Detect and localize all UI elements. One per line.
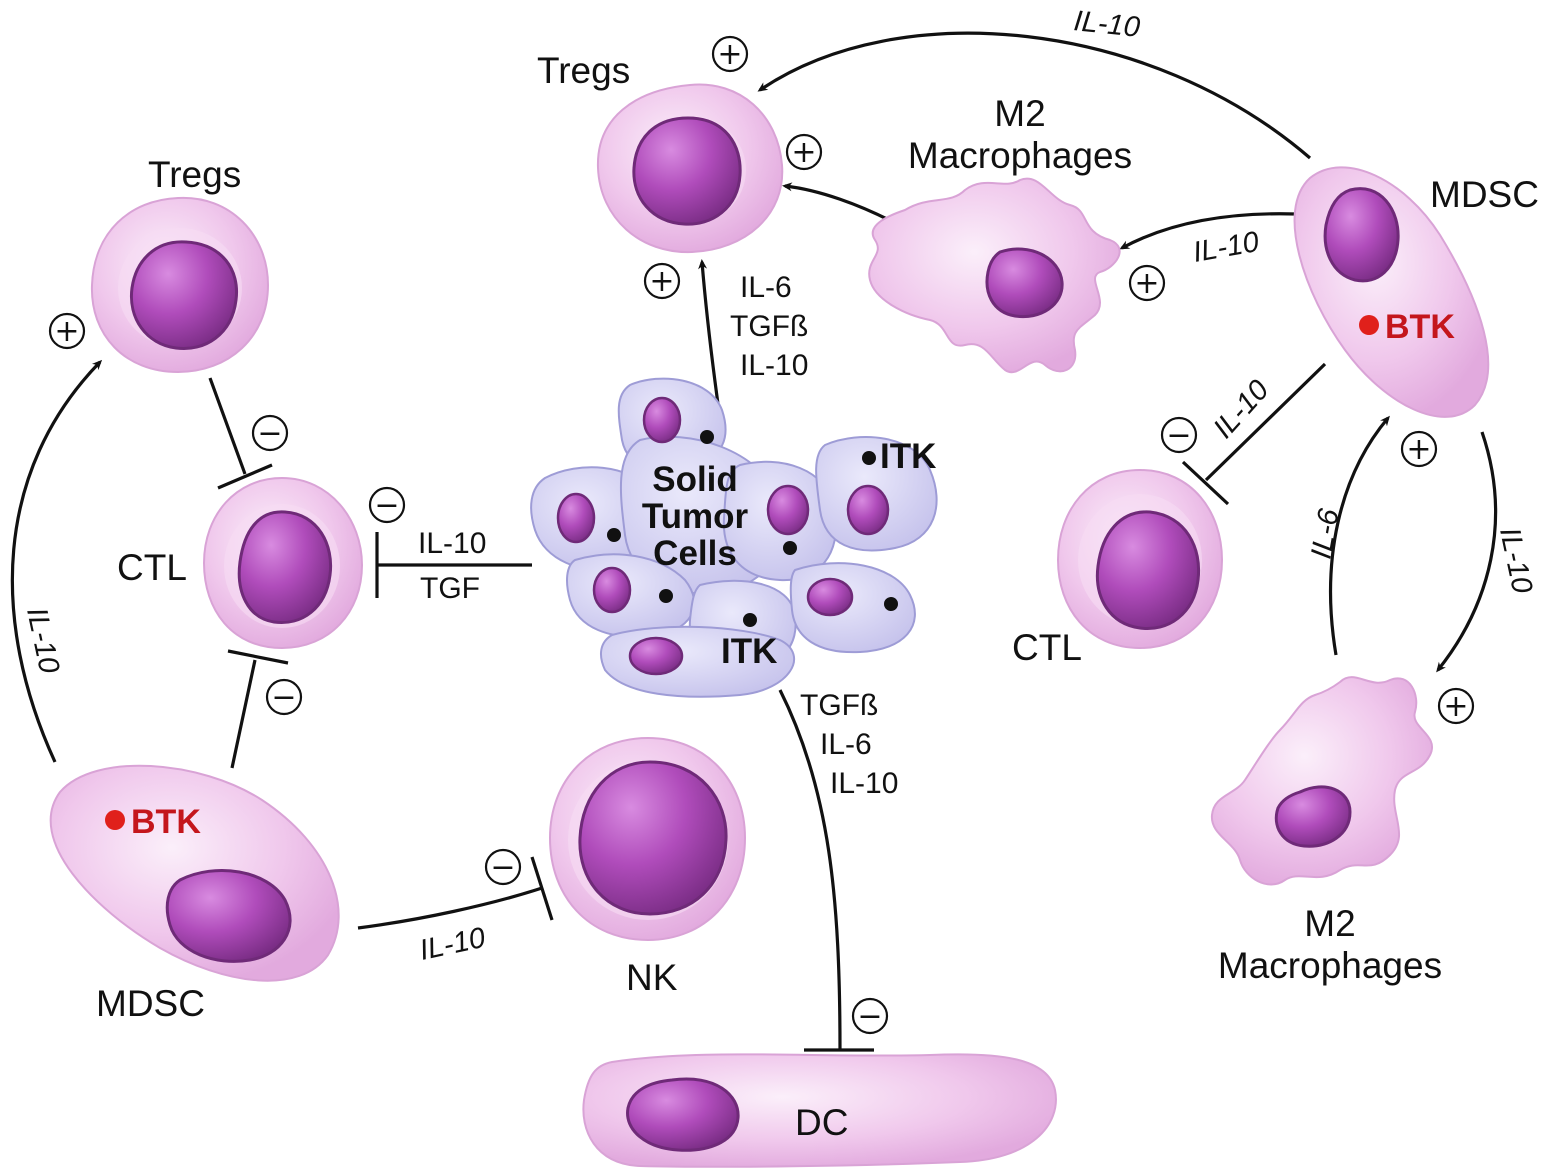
plus-signs: + + + + + + + bbox=[48, 35, 1475, 725]
arrow-mdsc-to-m2-bottom bbox=[1436, 431, 1498, 673]
label-m2-bottom-1: M2 bbox=[1304, 903, 1355, 944]
minus-sign-icon: − bbox=[1160, 416, 1198, 454]
inhibit-mdsc-to-ctl bbox=[230, 659, 257, 769]
cytokine-label: IL-6 bbox=[1305, 506, 1345, 562]
solid-tumor-cluster bbox=[530, 377, 938, 698]
cytokine-label: IL-10 bbox=[418, 527, 486, 560]
label-tumor-2: Tumor bbox=[642, 497, 749, 536]
arrow-m2-to-tregs-top bbox=[782, 182, 894, 224]
tregs-left-cell bbox=[90, 196, 270, 374]
cytokine-label: IL-10 bbox=[20, 605, 65, 676]
label-btk-right: BTK bbox=[1385, 308, 1455, 346]
svg-text:+: + bbox=[1134, 266, 1159, 301]
label-ctl-right: CTL bbox=[1012, 627, 1082, 668]
label-tregs-top: Tregs bbox=[537, 50, 630, 91]
svg-text:−: − bbox=[271, 680, 296, 715]
arrow-mdsc-to-m2-top bbox=[1119, 212, 1297, 250]
svg-text:+: + bbox=[649, 264, 674, 299]
label-dc: DC bbox=[795, 1102, 848, 1143]
inhibit-bar-ctl-left-bottom bbox=[227, 649, 289, 665]
plus-sign-icon: + bbox=[643, 262, 681, 300]
arrow-mdsc-to-tregs-left bbox=[10, 359, 103, 763]
ctl-left-cell bbox=[202, 476, 364, 650]
label-mdsc-right: MDSC bbox=[1430, 174, 1539, 215]
label-tregs-left: Tregs bbox=[148, 154, 241, 195]
svg-text:−: − bbox=[257, 416, 282, 451]
cytokine-label: IL-6 bbox=[740, 271, 792, 304]
inhibit-mdsc-to-nk bbox=[357, 886, 543, 930]
cytokine-label: IL-10 bbox=[1207, 374, 1275, 445]
svg-text:+: + bbox=[1406, 432, 1431, 467]
label-m2-top-1: M2 bbox=[994, 93, 1045, 134]
label-m2-top-2: Macrophages bbox=[908, 135, 1132, 176]
svg-text:−: − bbox=[374, 488, 399, 523]
arrow-tumor-to-tregs-top bbox=[698, 259, 720, 405]
cytokine-label: TGFß bbox=[730, 310, 808, 343]
btk-right-dot bbox=[1359, 315, 1379, 335]
cytokine-label: IL-6 bbox=[820, 728, 872, 761]
plus-sign-icon: + bbox=[48, 312, 86, 350]
inhibit-bar-nk bbox=[530, 856, 554, 921]
plus-sign-icon: + bbox=[1128, 264, 1166, 302]
arrow-m2-to-mdsc-right bbox=[1328, 415, 1390, 656]
svg-text:−: − bbox=[857, 999, 882, 1034]
svg-text:−: − bbox=[1166, 418, 1191, 453]
btk-left-dot bbox=[105, 810, 125, 830]
inhibit-bar-ctl-left-top bbox=[217, 463, 273, 490]
inhibit-mdsc-to-ctl-right bbox=[1204, 362, 1327, 482]
label-tumor-3: Cells bbox=[653, 534, 737, 573]
minus-sign-icon: − bbox=[368, 486, 406, 524]
label-nk: NK bbox=[626, 957, 678, 998]
svg-text:−: − bbox=[490, 850, 515, 885]
minus-sign-icon: − bbox=[251, 414, 289, 452]
inhibit-tregs-to-ctl-left bbox=[208, 377, 247, 475]
plus-sign-icon: + bbox=[711, 35, 749, 73]
dc-cell bbox=[582, 1053, 1057, 1168]
minus-sign-icon: − bbox=[484, 848, 522, 886]
tregs-top-cell bbox=[596, 83, 784, 254]
m2-macrophage-bottom-cell bbox=[1210, 676, 1433, 886]
cytokine-label: TGFß bbox=[800, 689, 878, 722]
ctl-right-cell bbox=[1056, 468, 1224, 650]
minus-signs: − − − − − − bbox=[251, 414, 1198, 1035]
arrow-mdsc-to-tregs-top bbox=[757, 31, 1312, 160]
cytokine-label: IL-10 bbox=[1072, 5, 1141, 44]
svg-text:+: + bbox=[1443, 689, 1468, 724]
cytokine-label: IL-10 bbox=[1493, 525, 1538, 596]
minus-sign-icon: − bbox=[851, 997, 889, 1035]
nk-cell bbox=[548, 736, 747, 942]
cytokine-label: IL-10 bbox=[1191, 226, 1262, 269]
mdsc-left-cell bbox=[49, 764, 340, 982]
cytokine-label: TGF bbox=[420, 572, 480, 605]
svg-text:+: + bbox=[791, 135, 816, 170]
label-itk-top: ITK bbox=[880, 437, 936, 476]
svg-text:+: + bbox=[54, 314, 79, 349]
inhibit-tumor-to-dc bbox=[778, 689, 842, 1051]
mdsc-right-cell bbox=[1293, 166, 1490, 418]
minus-sign-icon: − bbox=[265, 678, 303, 716]
inhibit-bar-ctl-right bbox=[1181, 460, 1230, 506]
plus-sign-icon: + bbox=[1400, 430, 1438, 468]
plus-sign-icon: + bbox=[785, 133, 823, 171]
label-tumor-1: Solid bbox=[652, 460, 738, 499]
label-btk-left: BTK bbox=[131, 803, 201, 841]
label-itk-bottom: ITK bbox=[721, 632, 777, 671]
cytokine-label: IL-10 bbox=[740, 349, 808, 382]
svg-text:+: + bbox=[717, 37, 742, 72]
cytokine-label: IL-10 bbox=[830, 767, 898, 800]
label-m2-bottom-2: Macrophages bbox=[1218, 945, 1442, 986]
plus-sign-icon: + bbox=[1437, 687, 1475, 725]
connectors bbox=[10, 31, 1498, 1052]
label-mdsc-left: MDSC bbox=[96, 983, 205, 1024]
cytokine-label: IL-10 bbox=[417, 922, 488, 967]
m2-macrophage-top-cell bbox=[868, 177, 1121, 374]
label-ctl-left: CTL bbox=[117, 547, 187, 588]
